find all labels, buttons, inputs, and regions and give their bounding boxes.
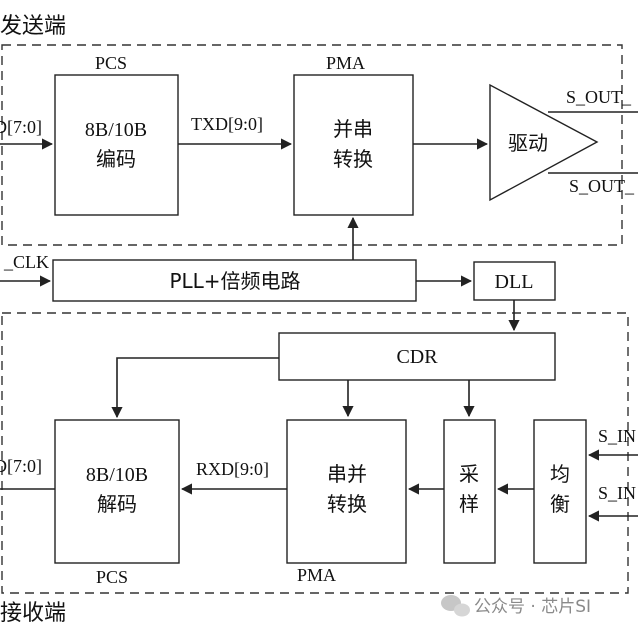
decoder-block [54, 419, 180, 564]
rx-section-frame [1, 312, 629, 594]
decoder-label-line2: 解码 [97, 492, 137, 516]
serializer-label-line1: 并串 [333, 117, 373, 141]
driver-block [489, 83, 599, 202]
equalizer-label-line2: 衡 [550, 492, 570, 516]
decoder-label-line1: 8B/10B [86, 464, 148, 486]
encoder-label-line2: 编码 [96, 147, 136, 171]
deserializer-label-line2: 转换 [327, 492, 367, 516]
equalizer-block [533, 419, 587, 564]
tx-section-label: 发送端 [0, 14, 66, 39]
encoder-block [54, 74, 179, 216]
deserializer-label-line1: 串并 [327, 462, 367, 486]
clock-input-label: _CLK [3, 252, 49, 272]
dll-label: DLL [495, 271, 534, 293]
tx-pcs-label: PCS [95, 53, 127, 73]
sampler-label-line1: 采 [459, 462, 479, 486]
driver-label: 驱动 [508, 131, 548, 155]
tx-out-n-label: S_OUT_ [569, 176, 635, 196]
rx-output-signal: D[7:0] [0, 456, 42, 476]
encoder-label-line1: 8B/10B [85, 119, 147, 141]
serializer-block [293, 74, 414, 216]
rx-in-p-label: S_IN [598, 426, 636, 446]
rx-in-n-label: S_IN [598, 483, 636, 503]
cdr-label: CDR [396, 346, 438, 368]
cdr-to-decoder-arrow [111, 357, 279, 419]
rx-section-label: 接收端 [0, 601, 66, 626]
rx-pcs-label: PCS [96, 567, 128, 587]
sampler-label-line2: 样 [459, 492, 479, 516]
equalizer-label-line1: 均 [550, 462, 570, 486]
txd-label: TXD[9:0] [191, 114, 263, 134]
serializer-label-line2: 转换 [333, 147, 373, 171]
rxd-label: RXD[9:0] [196, 459, 269, 479]
wechat-icon [441, 595, 470, 617]
rx-pma-label: PMA [297, 565, 336, 585]
tx-input-signal: D[7:0] [0, 117, 42, 137]
sampler-block [443, 419, 496, 564]
tx-out-p-label: S_OUT_ [566, 87, 632, 107]
watermark-text: 公众号 · 芯片SI [474, 597, 591, 617]
pll-block [52, 259, 417, 302]
deserializer-block [286, 419, 407, 564]
tx-pma-label: PMA [326, 53, 365, 73]
pll-label: PLL+倍频电路 [169, 269, 300, 293]
tx-section-frame [1, 44, 623, 246]
cdr-block [278, 332, 556, 381]
